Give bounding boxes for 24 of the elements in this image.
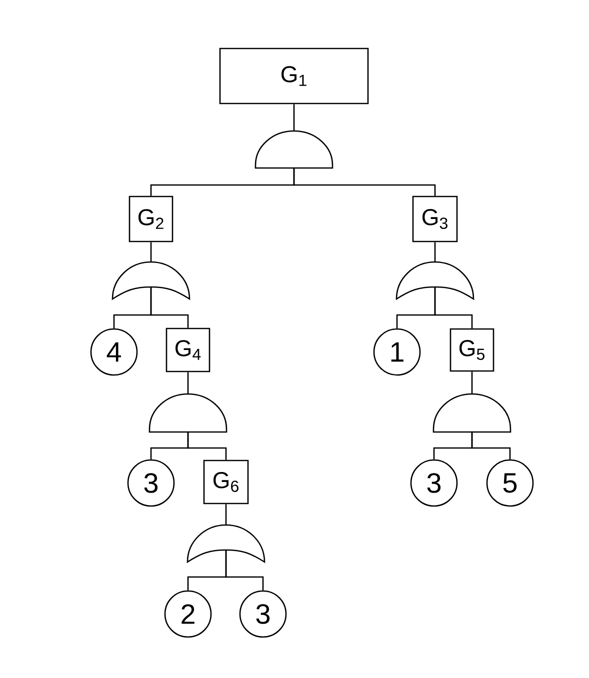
- connector-line: [293, 104, 295, 131]
- connector-line: [225, 504, 227, 525]
- event-box: G$_{1}$: [219, 48, 369, 104]
- connector-line: [225, 550, 264, 590]
- connector-line: [150, 242, 152, 262]
- and-gate: [148, 393, 228, 433]
- event-box: G$_{4}$: [166, 328, 210, 372]
- and-gate: [254, 130, 334, 169]
- or-gate: [186, 524, 266, 563]
- or-gate: [112, 261, 190, 300]
- event-box: G$_{2}$: [128, 196, 174, 242]
- event-box: G$_{3}$: [412, 196, 458, 242]
- and-gate: [432, 393, 512, 433]
- connector-line: [471, 372, 473, 394]
- connector-line: [434, 287, 473, 328]
- event-box: G$_{5}$: [450, 328, 494, 372]
- connector-line: [187, 372, 189, 394]
- connector-line: [150, 287, 189, 328]
- connector-line: [471, 432, 511, 460]
- event-box: G$_{6}$: [203, 460, 249, 504]
- connector-line: [293, 168, 436, 196]
- connector-line: [187, 432, 227, 460]
- connector-line: [434, 242, 436, 262]
- or-gate: [396, 261, 474, 300]
